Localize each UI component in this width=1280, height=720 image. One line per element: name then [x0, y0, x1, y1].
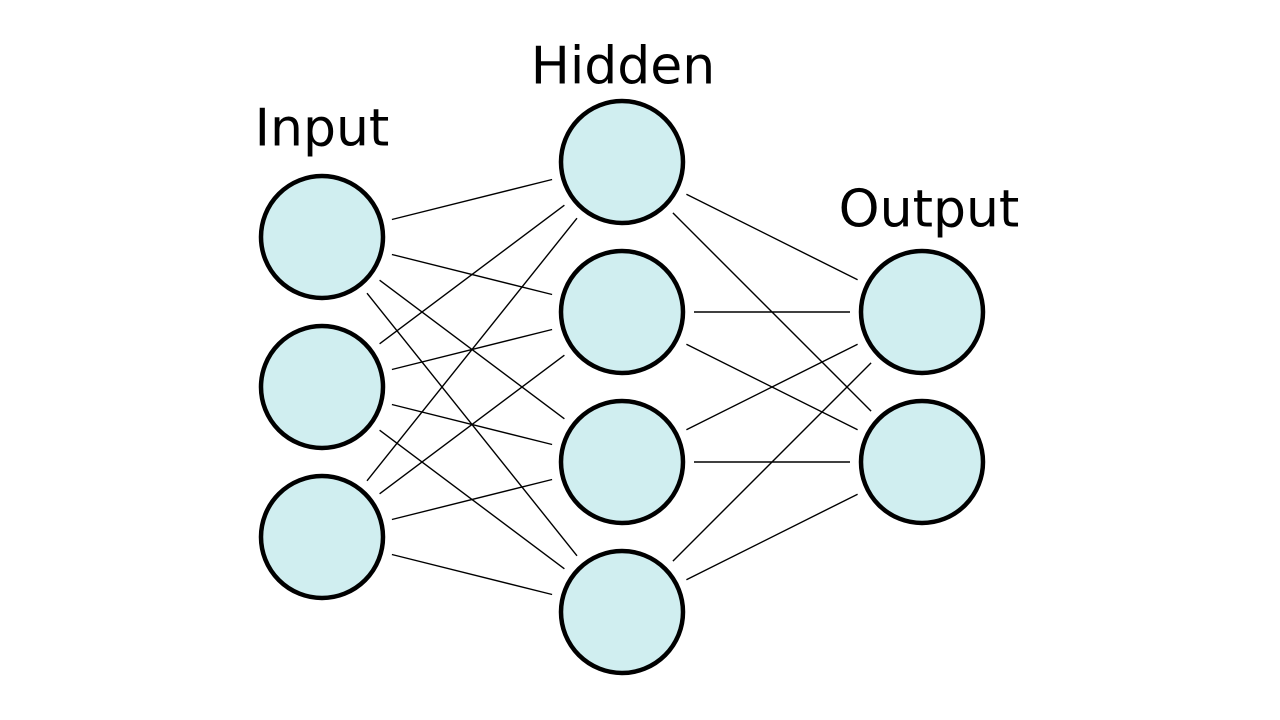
input-node-3	[258, 473, 386, 601]
input-to-hidden-connection-line	[391, 178, 553, 221]
input-to-hidden-connection-line	[379, 354, 565, 495]
hidden-to-output-connection-line	[686, 493, 858, 581]
hidden-to-output-connection-line	[686, 193, 858, 281]
hidden-node-3	[558, 398, 686, 526]
hidden-node-2	[558, 248, 686, 376]
input-to-hidden-connection-line	[391, 553, 553, 596]
hidden-layer-label: Hidden	[530, 36, 716, 97]
output-node-2	[858, 398, 986, 526]
output-layer-label: Output	[838, 179, 1020, 240]
output-node-1	[858, 248, 986, 376]
input-layer-label: Input	[254, 98, 390, 159]
input-node-2	[258, 323, 386, 451]
hidden-to-output-connection-line	[686, 343, 858, 431]
hidden-node-1	[558, 98, 686, 226]
input-node-1	[258, 173, 386, 301]
hidden-node-4	[558, 548, 686, 676]
input-to-hidden-connection-line	[379, 204, 565, 345]
hidden-to-output-connection-line	[672, 362, 872, 562]
input-to-hidden-connection-line	[391, 478, 553, 521]
input-to-hidden-connection-line	[366, 217, 578, 482]
